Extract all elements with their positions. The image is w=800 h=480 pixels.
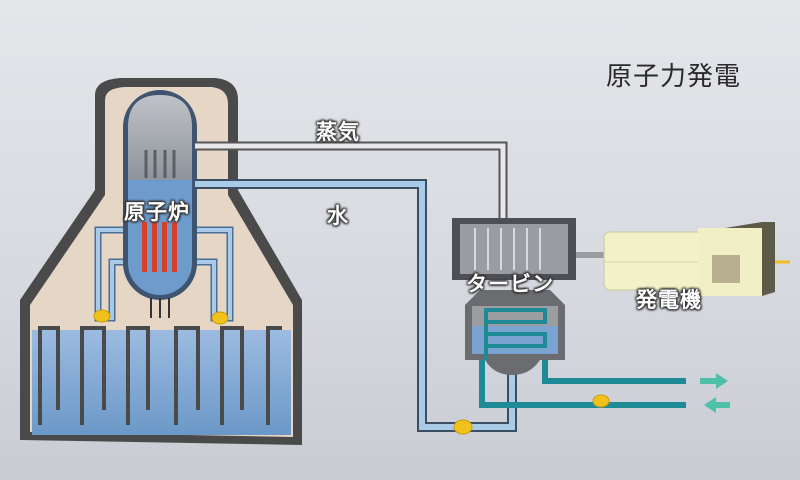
- inflow-arrow-icon: [704, 397, 730, 413]
- diagram-title: 原子力発電: [606, 62, 742, 92]
- label-reactor: 原子炉: [124, 200, 190, 224]
- reactor-vessel: [123, 90, 197, 318]
- label-generator: 発電機: [636, 288, 702, 312]
- condenser: [465, 290, 565, 375]
- label-steam: 蒸気: [316, 120, 360, 144]
- turbine: [452, 218, 606, 280]
- outflow-arrow-icon: [700, 373, 728, 389]
- generator: [603, 222, 790, 296]
- cooling-water-arrows: [700, 373, 730, 413]
- label-turbine: タービン: [466, 272, 554, 296]
- pumps: [93, 309, 610, 435]
- suppression-pool: [32, 330, 291, 435]
- pump-icon: [93, 309, 111, 323]
- pump-icon: [211, 311, 229, 325]
- fuel-rods: [142, 222, 177, 272]
- vent-pipes: [38, 326, 282, 425]
- label-water: 水: [327, 204, 349, 228]
- cooling-water-pipes: [479, 360, 686, 408]
- pump-icon: [453, 419, 473, 435]
- shaft: [576, 252, 606, 258]
- pump-icon: [592, 394, 610, 408]
